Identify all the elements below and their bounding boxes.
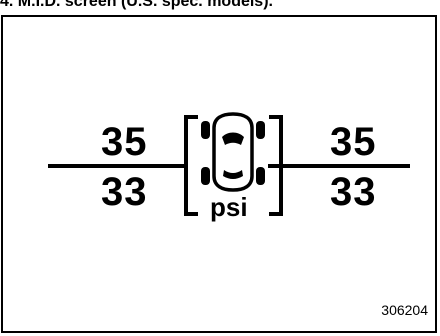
rear-left-pressure: 33: [101, 170, 148, 214]
rear-window-icon: [223, 170, 243, 179]
screen-caption: 4. M.I.D. screen (U.S. spec. models).: [0, 0, 273, 10]
rear-right-pressure: 33: [330, 170, 377, 214]
tire-front-left-icon: [201, 121, 210, 139]
figure-id: 306204: [381, 302, 428, 318]
tire-rear-right-icon: [256, 167, 265, 185]
front-right-pressure: 35: [330, 120, 377, 164]
tire-rear-left-icon: [201, 167, 210, 185]
car-top-view-icon: [201, 112, 265, 192]
front-left-pressure: 35: [101, 120, 148, 164]
right-bracket: [269, 115, 283, 216]
left-bracket: [184, 115, 198, 216]
display-frame: [1, 15, 437, 333]
tire-front-right-icon: [256, 121, 265, 139]
car-body-icon: [212, 112, 254, 192]
pressure-unit-label: psi: [210, 192, 248, 222]
windshield-icon: [222, 132, 244, 145]
